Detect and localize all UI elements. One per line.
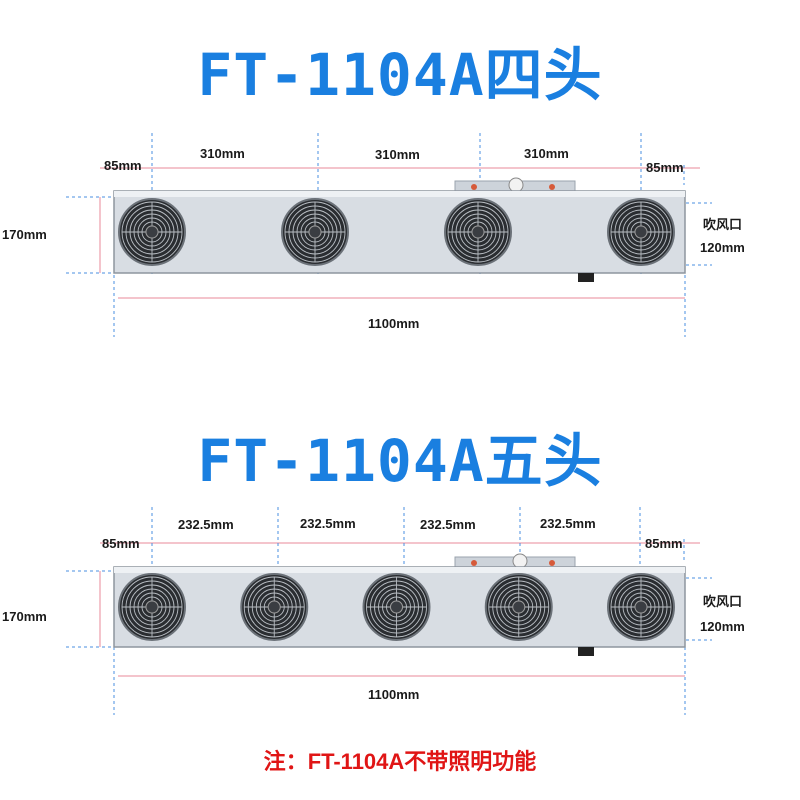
fan-icon bbox=[362, 573, 431, 641]
body-highlight bbox=[114, 567, 685, 573]
dim-spacing-2: 310mm bbox=[375, 147, 420, 162]
vertical-guides bbox=[113, 133, 686, 337]
dim-outlet-size: 120mm bbox=[700, 619, 745, 634]
fan-icon bbox=[281, 198, 349, 266]
indicator-light-icon bbox=[549, 560, 555, 566]
indicator-light-icon bbox=[549, 184, 555, 190]
fan-icon bbox=[444, 198, 512, 266]
fan-icon bbox=[607, 198, 675, 266]
body-highlight bbox=[114, 191, 685, 197]
ionizer-body bbox=[113, 190, 686, 274]
diagram-five-head: 85mm 232.5mm 232.5mm 232.5mm 232.5mm 85m… bbox=[0, 505, 800, 725]
dim-spacing-1: 232.5mm bbox=[178, 517, 234, 532]
power-connector bbox=[578, 647, 594, 656]
note-prefix: 注： bbox=[263, 749, 308, 774]
dim-spacing-3: 232.5mm bbox=[420, 517, 476, 532]
fan-icon bbox=[118, 198, 186, 266]
footnote: 注：FT-1104A不带照明功能 bbox=[0, 744, 800, 776]
dim-outlet-label: 吹风口 bbox=[703, 594, 743, 609]
power-connector bbox=[578, 273, 594, 282]
dim-spacing-1: 310mm bbox=[200, 146, 245, 161]
control-knob-icon bbox=[512, 553, 528, 569]
four-head-drawing bbox=[66, 133, 712, 337]
note-text: 不带照明功能 bbox=[404, 749, 537, 774]
height-guides bbox=[66, 196, 712, 274]
dim-edge-left: 85mm bbox=[104, 158, 142, 173]
dim-edge-left: 85mm bbox=[102, 536, 140, 551]
fan-icon bbox=[484, 573, 553, 641]
fan-icon bbox=[118, 573, 186, 641]
dim-length: 1100mm bbox=[368, 316, 420, 331]
dim-height: 170mm bbox=[2, 609, 47, 624]
title-five-head: FT-1104A五头 bbox=[197, 427, 603, 495]
indicator-light-icon bbox=[471, 184, 477, 190]
fan-icon bbox=[240, 573, 309, 641]
dim-edge-right: 85mm bbox=[645, 536, 683, 551]
dim-length: 1100mm bbox=[368, 687, 420, 702]
control-knob-icon bbox=[508, 177, 524, 193]
title-four-head: FT-1104A四头 bbox=[197, 41, 603, 109]
dim-spacing-4: 232.5mm bbox=[540, 516, 596, 531]
dim-outlet-size: 120mm bbox=[700, 240, 745, 255]
five-head-drawing bbox=[66, 507, 712, 715]
fan-row bbox=[118, 573, 675, 641]
diagram-four-head: 85mm 310mm 310mm 310mm 85mm 170mm 吹风口 12… bbox=[0, 125, 800, 345]
fan-icon bbox=[607, 573, 675, 641]
fan-row bbox=[118, 198, 675, 266]
dim-spacing-2: 232.5mm bbox=[300, 516, 356, 531]
indicator-light-icon bbox=[471, 560, 477, 566]
dim-spacing-3: 310mm bbox=[524, 146, 569, 161]
dim-edge-right: 85mm bbox=[646, 160, 684, 175]
dim-height: 170mm bbox=[2, 227, 47, 242]
height-guides bbox=[66, 570, 712, 648]
dim-outlet-label: 吹风口 bbox=[703, 217, 743, 232]
note-model: FT-1104A bbox=[307, 749, 405, 774]
